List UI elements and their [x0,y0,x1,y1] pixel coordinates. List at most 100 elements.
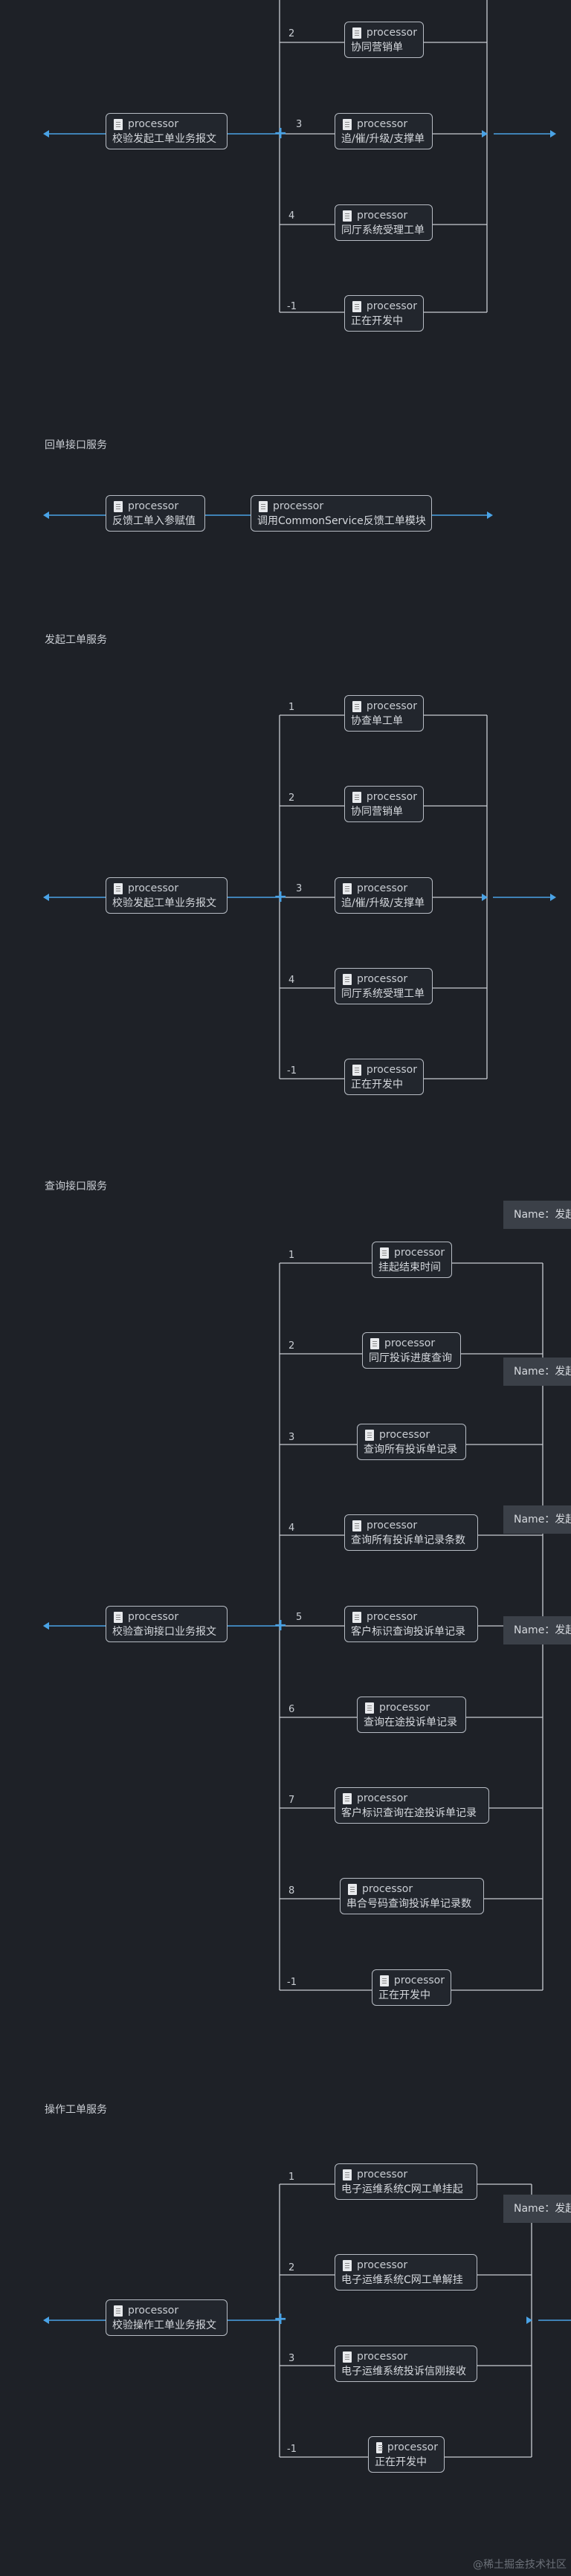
processor-node-validate-create[interactable]: processor 校验发起工单业务报文 [106,877,228,914]
processor-node-complaint-progress[interactable]: processor 同厅投诉进度查询 [362,1332,461,1369]
node-kind: processor [357,118,408,130]
node-label: 协查单工单 [351,715,403,727]
processor-node-hall-system[interactable]: processor 同厅系统受理工单 [335,204,433,241]
node-label: 串合号码查询投诉单记录数 [346,1898,471,1910]
processor-node-validate-query[interactable]: processor 校验查询接口业务报文 [106,1606,228,1642]
node-label: 电子运维系统投诉信刚接收 [341,2366,466,2378]
processor-node-all-complaints-count[interactable]: processor 查询所有投诉单记录条数 [344,1514,478,1551]
document-icon [352,700,361,712]
merge-arrow-icon[interactable] [482,894,488,901]
node-label: 客户标识查询投诉单记录 [351,1626,465,1638]
document-icon [370,1337,379,1349]
node-kind: processor [128,1611,179,1623]
right-arrow-icon[interactable] [550,130,556,138]
right-arrow-icon[interactable] [487,511,493,519]
node-label: 协同营销单 [351,42,403,54]
junction-plus-icon[interactable]: + [274,1616,288,1635]
section-title-callback: 回单接口服务 [45,439,107,451]
document-icon [343,2259,352,2271]
branch-label: 3 [288,2353,295,2364]
node-kind: processor [128,882,179,894]
processor-node-in-development[interactable]: processor 正在开发中 [368,2436,445,2473]
node-label: 电子运维系统C网工单解挂 [341,2274,463,2286]
node-label: 客户标识查询在途投诉单记录 [341,1807,477,1819]
node-label: 校验查询接口业务报文 [112,1626,216,1638]
branch-label: 5 [296,1612,303,1623]
node-label: 查询所有投诉单记录条数 [351,1534,465,1546]
document-icon [259,500,268,512]
node-kind: processor [366,300,417,312]
processor-node-hall-system[interactable]: processor 同厅系统受理工单 [335,968,433,1004]
processor-node-customer-complaints[interactable]: processor 客户标识查询投诉单记录 [344,1606,478,1642]
document-icon [348,1883,357,1895]
processor-node-validate-create[interactable]: processor 校验发起工单业务报文 [106,113,228,149]
left-arrow-icon[interactable] [43,894,49,901]
processor-node-feedback-params[interactable]: processor 反馈工单入参赋值 [106,495,205,532]
node-kind: processor [357,2259,408,2271]
node-label: 校验发起工单业务报文 [112,897,216,909]
processor-node-resume-order[interactable]: processor 电子运维系统C网工单解挂 [335,2254,477,2291]
processor-node-validate-operate[interactable]: processor 校验操作工单业务报文 [106,2299,228,2336]
document-icon [352,1064,361,1076]
processor-node-call-common-service[interactable]: processor 调用CommonService反馈工单模块 [251,495,432,532]
left-arrow-icon[interactable] [43,130,49,138]
processor-node-escalation[interactable]: processor 追/催/升级/支撑单 [335,877,433,914]
node-kind: processor [384,1337,436,1349]
document-icon [114,500,123,512]
processor-node-in-development[interactable]: processor 正在开发中 [344,295,424,332]
node-kind: processor [357,2351,408,2363]
node-label: 调用CommonService反馈工单模块 [257,515,426,527]
section-title-create: 发起工单服务 [45,634,107,646]
left-arrow-icon[interactable] [43,2317,49,2324]
node-kind: processor [367,1520,418,1531]
junction-plus-icon[interactable]: + [274,888,288,906]
junction-plus-icon[interactable]: + [274,124,288,143]
node-label: 同厅系统受理工单 [341,988,425,1000]
branch-label: -1 [287,2444,297,2455]
processor-node-escalation[interactable]: processor 追/催/升级/支撑单 [335,113,433,149]
processor-node-suspend-order[interactable]: processor 电子运维系统C网工单挂起 [335,2163,477,2200]
processor-node-cooperative-marketing[interactable]: processor 协同营销单 [344,22,424,58]
name-tooltip: Name：发起 [503,1505,571,1534]
node-label: 反馈工单入参赋值 [112,515,196,527]
node-kind: processor [128,500,179,512]
node-kind: processor [273,500,324,512]
junction-plus-icon[interactable]: + [274,2310,288,2328]
node-kind: processor [387,2441,438,2453]
merge-arrow-icon[interactable] [526,2317,532,2324]
branch-label: -1 [287,1977,297,1988]
processor-node-customer-in-transit[interactable]: processor 客户标识查询在途投诉单记录 [335,1787,489,1824]
left-arrow-icon[interactable] [43,1622,49,1630]
node-kind: processor [394,1247,445,1259]
node-kind: processor [366,27,417,39]
node-kind: processor [393,1975,445,1986]
processor-node-all-complaints[interactable]: processor 查询所有投诉单记录 [357,1424,466,1460]
document-icon [352,27,361,39]
processor-node-number-count[interactable]: processor 串合号码查询投诉单记录数 [340,1878,484,1914]
processor-node-in-transit-complaints[interactable]: processor 查询在途投诉单记录 [357,1697,466,1733]
merge-arrow-icon[interactable] [482,130,488,138]
branch-label: -1 [287,1065,297,1076]
right-arrow-icon[interactable] [550,894,556,901]
document-icon [114,1611,123,1623]
processor-node-investigation[interactable]: processor 协查单工单 [344,695,424,732]
document-icon [380,1247,389,1259]
processor-node-cooperative-marketing[interactable]: processor 协同营销单 [344,786,424,822]
document-icon [380,1975,389,1986]
branch-label: -1 [287,301,297,312]
processor-node-in-development[interactable]: processor 正在开发中 [344,1059,424,1095]
document-icon [343,1792,352,1804]
processor-node-in-development[interactable]: processor 正在开发中 [372,1969,451,2006]
node-kind: processor [367,1611,418,1623]
node-kind: processor [357,1792,408,1804]
node-label: 正在开发中 [351,1079,403,1091]
section-title-operate: 操作工单服务 [45,2104,107,2116]
processor-node-complaint-receive[interactable]: processor 电子运维系统投诉信刚接收 [335,2346,477,2382]
processor-node-suspend-end-time[interactable]: processor 挂起结束时间 [372,1242,452,1278]
document-icon [352,1520,361,1531]
node-label: 查询在途投诉单记录 [364,1717,457,1728]
node-kind: processor [128,118,179,130]
node-kind: processor [366,1064,417,1076]
node-label: 查询所有投诉单记录 [364,1444,457,1456]
left-arrow-icon[interactable] [43,511,49,519]
